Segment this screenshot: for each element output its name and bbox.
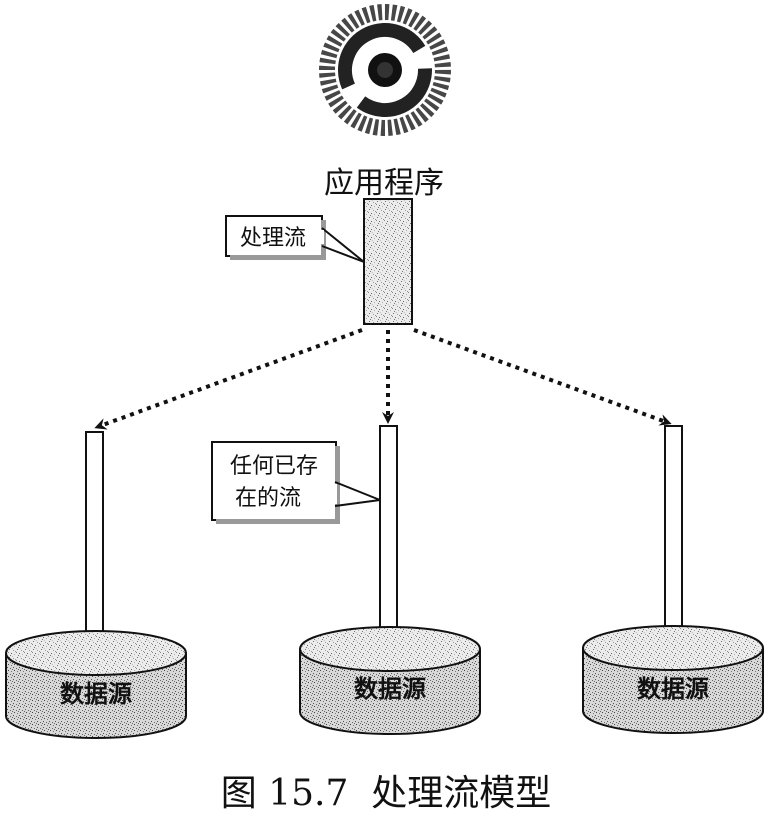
existing-stream-callout: 任何已存 在的流	[211, 441, 381, 524]
data-source-label-middle: 数据源	[354, 675, 426, 703]
application-title: 应用程序	[324, 166, 444, 201]
existing-stream-bar-middle	[379, 425, 398, 629]
data-source-label-left: 数据源	[60, 680, 132, 708]
data-source-label-right: 数据源	[637, 675, 709, 703]
processing-stream-bar	[363, 198, 413, 325]
arrow-to-right-source	[413, 328, 672, 426]
existing-stream-bar-left	[85, 431, 104, 635]
gear-disc-icon	[319, 4, 451, 136]
existing-stream-bar-right	[664, 425, 683, 629]
figure-caption: 图 15.7 处理流模型	[221, 773, 552, 814]
existing-stream-label-line1: 任何已存	[230, 454, 318, 479]
existing-stream-label-line2: 在的流	[235, 486, 301, 511]
data-source-middle: 数据源	[299, 626, 481, 735]
data-source-right: 数据源	[582, 625, 764, 734]
processing-stream-callout: 处理流	[225, 215, 365, 263]
arrow-to-left-source	[94, 328, 363, 430]
processing-stream-label: 处理流	[240, 226, 306, 251]
data-source-left: 数据源	[5, 630, 187, 739]
